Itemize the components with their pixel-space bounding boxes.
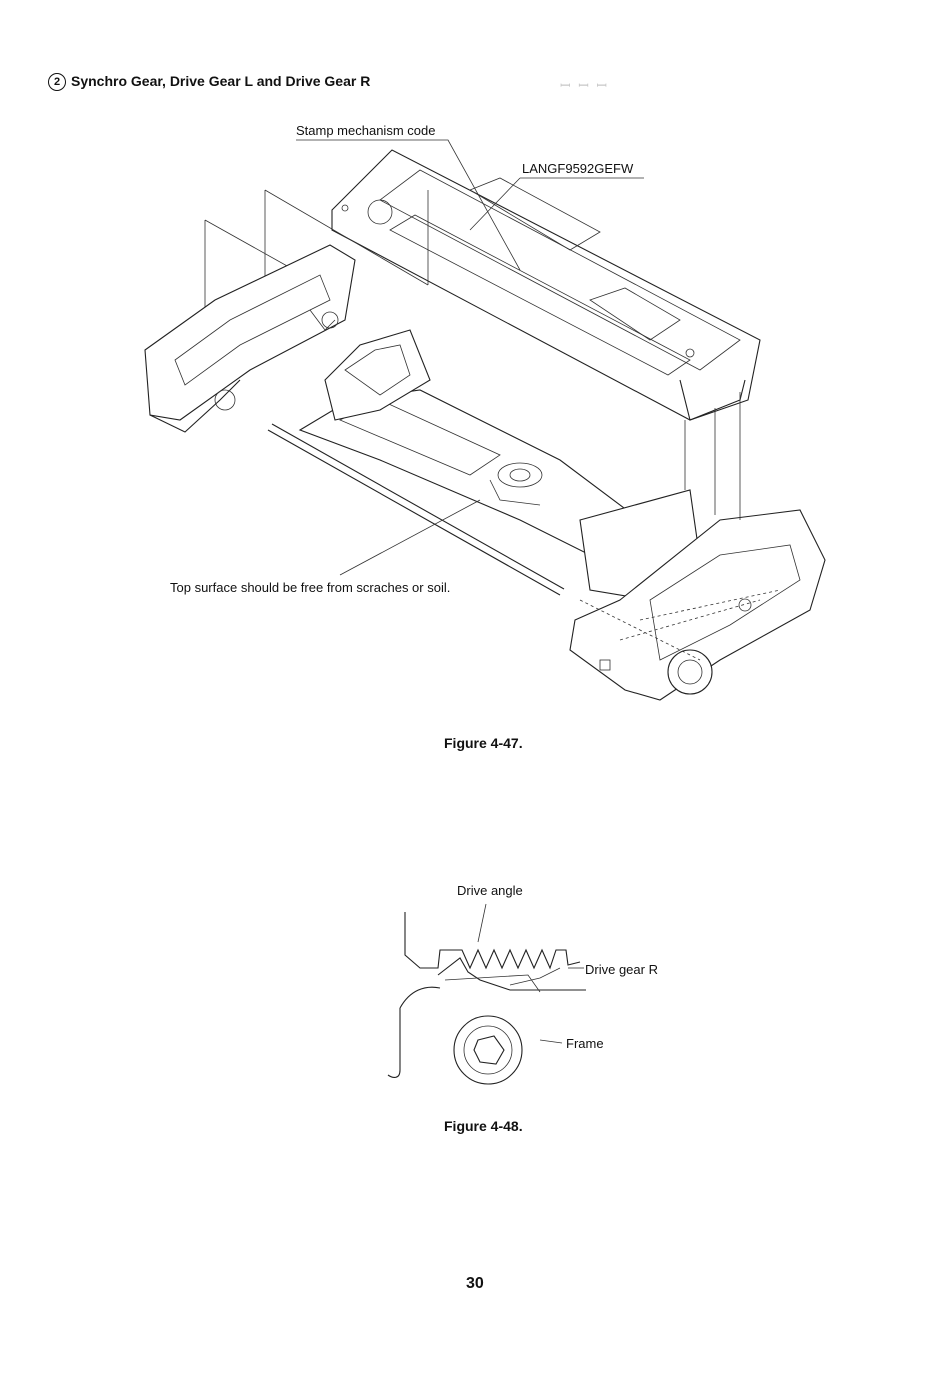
bleed-through-text: ꟷ ꟷ ꟷ — [560, 76, 609, 94]
stamp-mechanism-label: Stamp mechanism code — [296, 123, 435, 138]
figure-4-47-caption: Figure 4-47. — [444, 735, 523, 751]
figure-4-48-caption: Figure 4-48. — [444, 1118, 523, 1134]
drive-gear-r-label: Drive gear R — [585, 962, 658, 977]
code-label: LANGF9592GEFW — [522, 161, 633, 176]
surface-note-label: Top surface should be free from scraches… — [170, 580, 450, 595]
frame-label: Frame — [566, 1036, 604, 1051]
page-number: 30 — [466, 1275, 484, 1293]
drive-angle-label: Drive angle — [457, 883, 523, 898]
